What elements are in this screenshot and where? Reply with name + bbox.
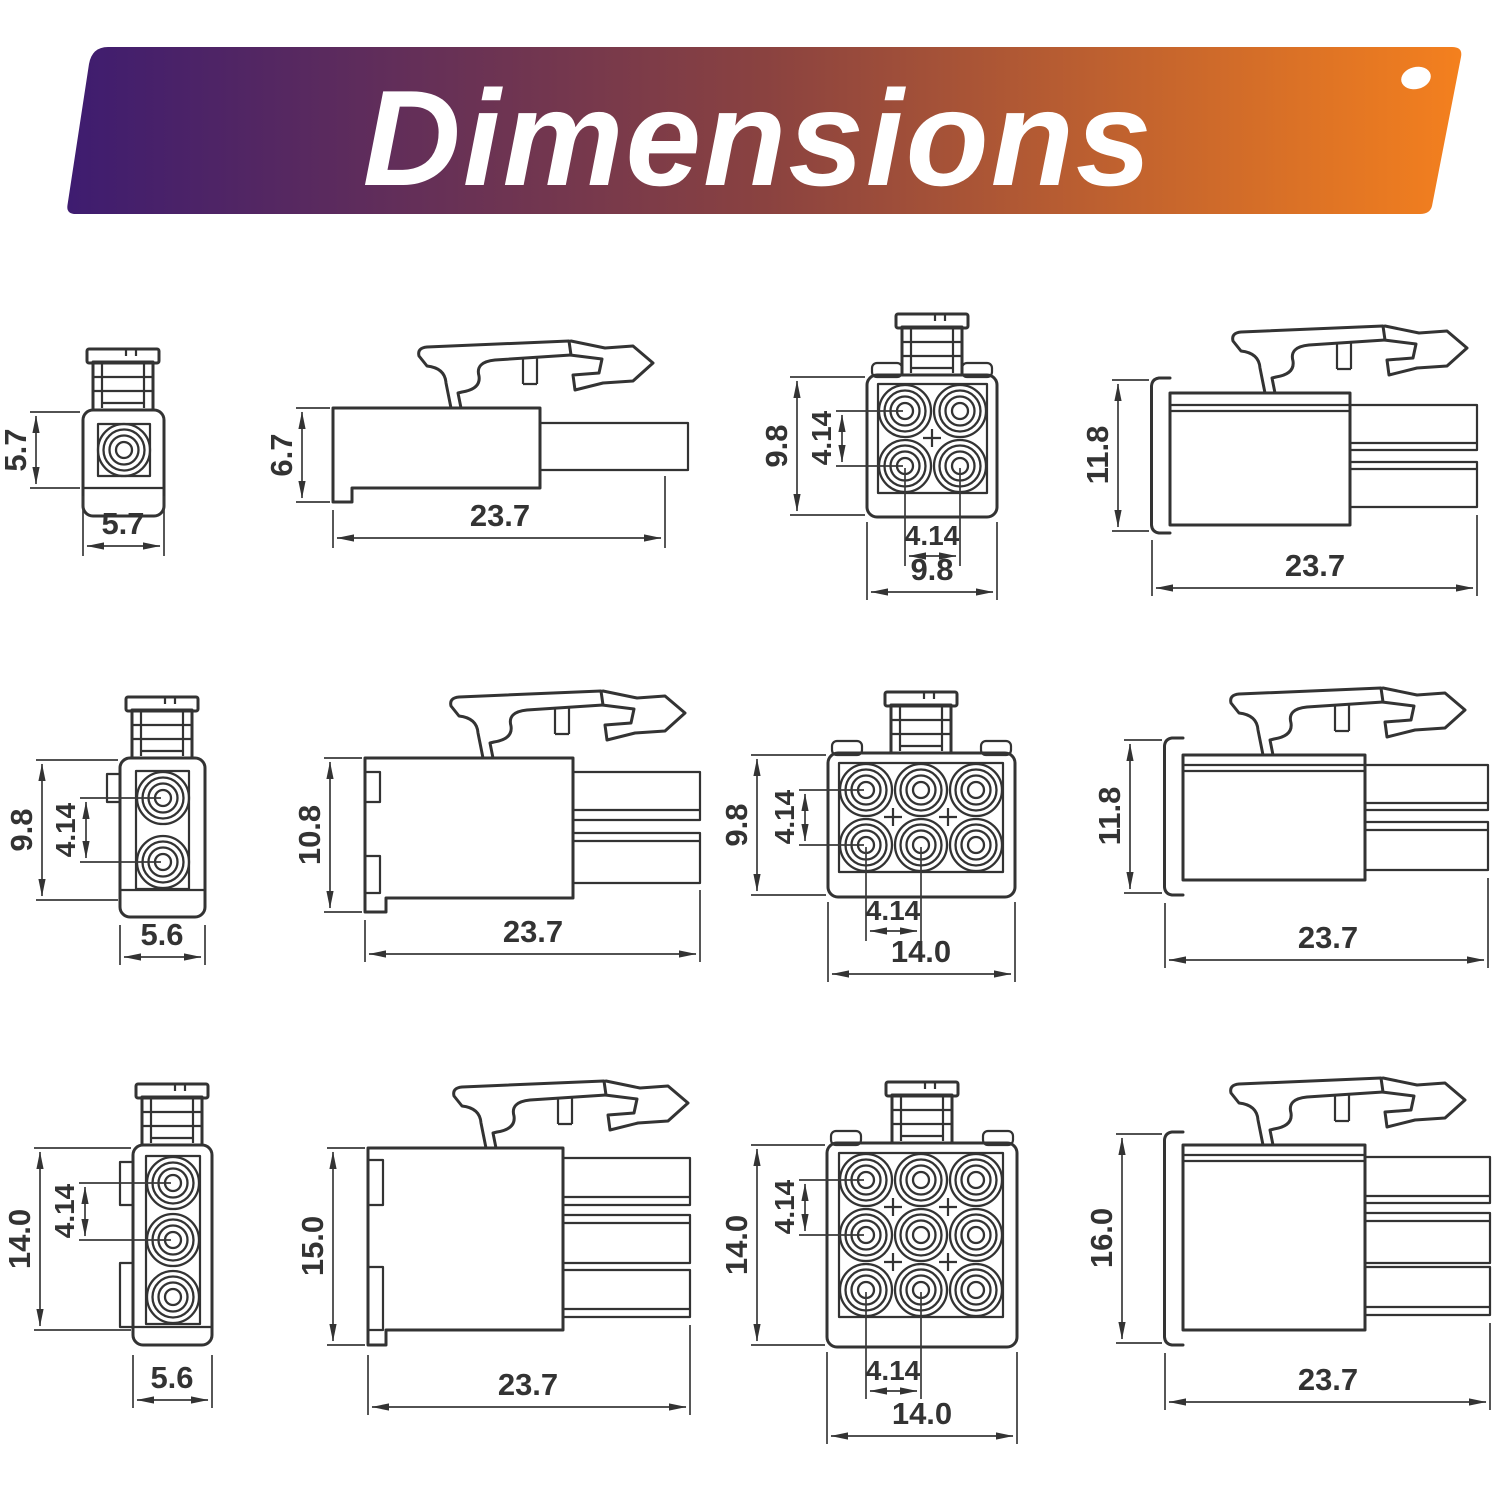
dim-label-pitch-v: 4.14 bbox=[806, 410, 837, 465]
dim-label-width: 5.6 bbox=[140, 917, 183, 952]
dim-label-width: 14.0 bbox=[891, 934, 951, 969]
drawing-front-6pin: 9.8 4.14 4.14 14.0 bbox=[719, 690, 1017, 982]
dim-label-pitch-h: 4.14 bbox=[905, 520, 960, 551]
drawing-side-3wire-b: 16.0 23.7 bbox=[1084, 1076, 1492, 1410]
dim-label-length: 23.7 bbox=[470, 498, 530, 533]
dim-label-length: 23.7 bbox=[503, 914, 563, 949]
dim-label-height: 11.8 bbox=[1092, 787, 1127, 846]
dim-label-height: 9.8 bbox=[759, 424, 794, 467]
dim-label-pitch-v: 4.14 bbox=[769, 1179, 800, 1234]
dim-label-pitch-h: 4.14 bbox=[866, 1355, 921, 1386]
dim-label-pitch-v: 4.14 bbox=[49, 1183, 80, 1238]
dim-label-width: 5.6 bbox=[150, 1360, 193, 1395]
dim-label-height: 14.0 bbox=[719, 1215, 754, 1275]
drawing-front-9pin: 14.0 4.14 4.14 14.0 bbox=[719, 1080, 1019, 1444]
drawing-side-3wire-a: 15.0 23.7 bbox=[295, 1079, 692, 1415]
drawing-side-2wire-c: 11.8 23.7 bbox=[1092, 686, 1490, 968]
banner-dot-icon bbox=[1401, 66, 1431, 90]
dim-label-height: 15.0 bbox=[295, 1216, 330, 1276]
dim-label-pitch-v: 4.14 bbox=[769, 789, 800, 844]
dim-label-height: 5.7 bbox=[0, 428, 33, 471]
dim-label-height: 10.8 bbox=[292, 805, 327, 865]
dim-label-height: 9.8 bbox=[4, 808, 39, 851]
dim-label-length: 23.7 bbox=[1285, 548, 1345, 583]
drawing-front-3pin: 14.0 4.14 5.6 bbox=[2, 1082, 214, 1408]
dim-label-height: 6.7 bbox=[264, 433, 299, 476]
dim-label-height: 14.0 bbox=[2, 1209, 37, 1269]
page-title: Dimensions bbox=[363, 62, 1154, 214]
dim-label-pitch-v: 4.14 bbox=[50, 802, 81, 857]
drawing-front-4pin: 9.8 4.14 4.14 9.8 bbox=[759, 312, 999, 600]
dim-label-length: 23.7 bbox=[498, 1367, 558, 1402]
dim-label-width: 14.0 bbox=[892, 1396, 952, 1431]
drawing-front-1pin: 5.7 5.7 bbox=[0, 347, 166, 556]
dim-label-pitch-h: 4.14 bbox=[866, 895, 921, 926]
drawing-side-2wire-a: 11.8 23.7 bbox=[1080, 324, 1479, 596]
dim-label-width: 9.8 bbox=[910, 552, 953, 587]
dim-label-length: 23.7 bbox=[1298, 1362, 1358, 1397]
dim-label-height: 16.0 bbox=[1084, 1208, 1119, 1268]
drawing-side-2wire-b: 10.8 23.7 bbox=[292, 689, 702, 962]
drawing-side-1wire: 6.7 23.7 bbox=[264, 339, 690, 548]
banner-shape bbox=[67, 47, 1462, 214]
dim-label-width: 5.7 bbox=[101, 506, 144, 541]
header-banner: Dimensions bbox=[67, 47, 1462, 214]
dim-label-height: 11.8 bbox=[1080, 426, 1115, 485]
dim-label-length: 23.7 bbox=[1298, 920, 1358, 955]
drawing-front-2pin: 9.8 4.14 5.6 bbox=[4, 695, 207, 965]
dim-label-height: 9.8 bbox=[719, 803, 754, 846]
